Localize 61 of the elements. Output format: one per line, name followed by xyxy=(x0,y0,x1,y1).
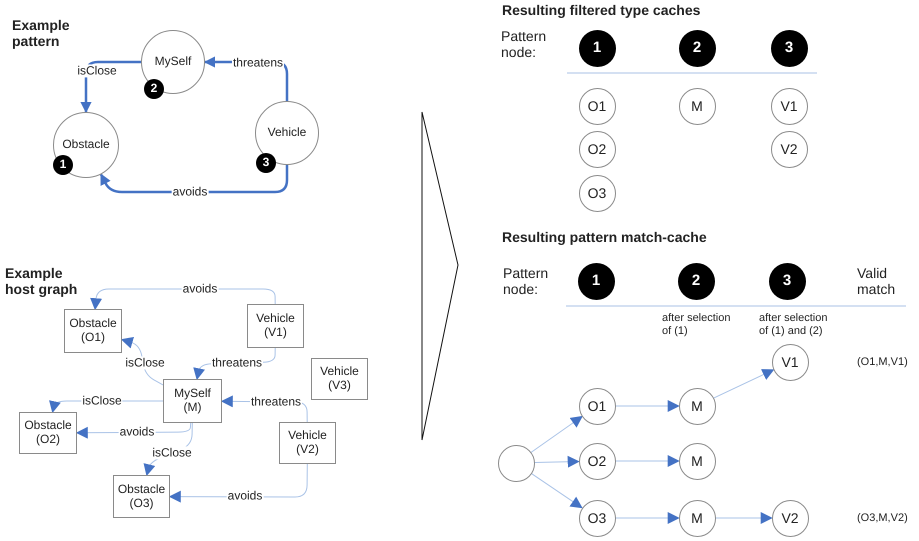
number-badge: 2 xyxy=(144,79,164,99)
section-heading: Resulting pattern match-cache xyxy=(502,229,708,246)
edge-label: avoids xyxy=(226,489,264,503)
section-heading: Example pattern xyxy=(12,17,71,50)
arrow xyxy=(615,455,680,467)
node-box: Vehicle (V1) xyxy=(247,304,304,348)
node-circle: V2 xyxy=(772,500,808,536)
node-circle: V2 xyxy=(770,130,808,168)
text-label: Pattern node: xyxy=(501,28,548,60)
node-box: Vehicle (V2) xyxy=(279,422,336,464)
node-circle: M xyxy=(678,442,716,480)
node-circle: O2 xyxy=(578,130,616,168)
empty-circle xyxy=(498,444,534,482)
node-circle: M xyxy=(678,388,716,424)
edge-label: avoids xyxy=(172,185,208,199)
arrow xyxy=(534,456,580,468)
node-box: Obstacle (O1) xyxy=(64,309,122,353)
text-label: (O3,M,V2) xyxy=(857,512,909,525)
number-badge: 3 xyxy=(256,153,276,173)
node-circle: O1 xyxy=(578,388,616,424)
edge-label: isClose xyxy=(76,64,118,78)
node-box: Vehicle (V3) xyxy=(311,358,368,400)
arrow xyxy=(713,369,774,399)
edge-label: isClose xyxy=(81,394,123,408)
node-box: Obstacle (O3) xyxy=(113,475,170,518)
arrow xyxy=(615,400,680,412)
node-circle: O2 xyxy=(578,442,616,480)
node-circle: O3 xyxy=(578,174,616,212)
edge-label: isClose xyxy=(151,446,193,460)
text-label: after selection of (1) xyxy=(662,312,732,338)
number-badge: 2 xyxy=(678,262,714,300)
edge-label: isClose xyxy=(124,356,166,370)
node-circle: M xyxy=(678,500,716,536)
text-label: Pattern node: xyxy=(503,265,550,298)
number-badge: 3 xyxy=(768,262,806,300)
section-heading: Resulting filtered type caches xyxy=(502,2,702,18)
node-circle: V1 xyxy=(770,88,808,124)
number-badge: 3 xyxy=(770,30,808,66)
node-circle: V1 xyxy=(772,344,808,380)
arrow xyxy=(530,472,583,508)
edge-label: threatens xyxy=(250,395,302,409)
node-circle: O3 xyxy=(578,500,616,536)
node-box: MySelf (M) xyxy=(163,379,222,423)
arrow xyxy=(715,512,773,524)
edge-label: avoids xyxy=(118,425,156,439)
node-box: Obstacle (O2) xyxy=(19,412,77,454)
node-circle: M xyxy=(678,88,716,124)
edge-label: avoids xyxy=(182,282,218,296)
edge-label: threatens xyxy=(232,56,284,70)
arrow xyxy=(80,60,141,114)
node-circle: O1 xyxy=(578,88,616,124)
edge-label: threatens xyxy=(210,356,264,370)
section-heading: Example host graph xyxy=(5,265,78,298)
number-badge: 2 xyxy=(678,30,716,66)
text-label: Valid match xyxy=(857,265,896,298)
arrow xyxy=(615,512,680,524)
number-badge: 1 xyxy=(578,30,616,66)
arrow xyxy=(530,416,583,453)
number-badge: 1 xyxy=(578,262,614,300)
text-label: (O1,M,V1) xyxy=(857,356,909,369)
text-label: after selection of (1) and (2) xyxy=(759,312,828,338)
